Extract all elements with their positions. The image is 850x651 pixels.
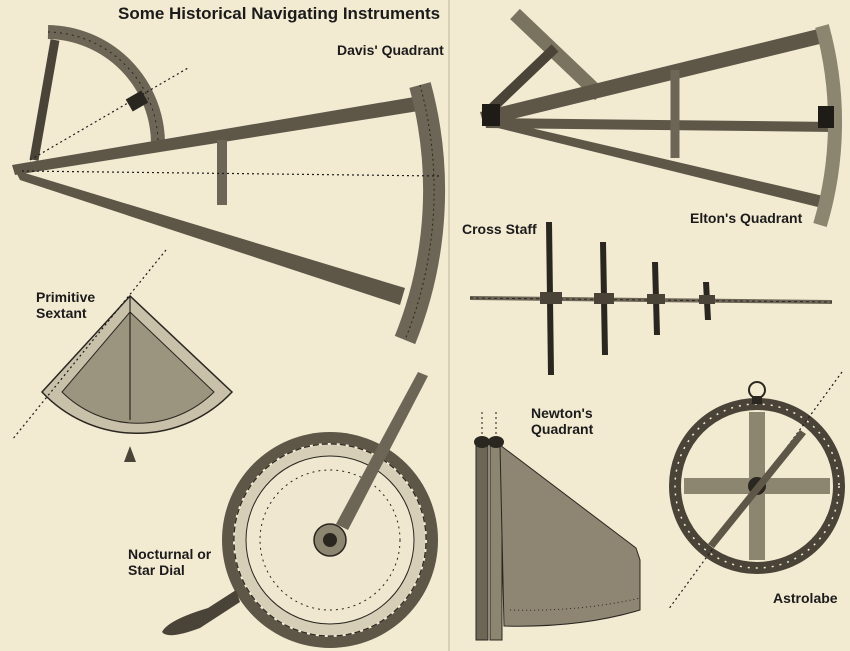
davis-quadrant-label: Davis' Quadrant	[337, 42, 444, 58]
center-divider	[448, 0, 450, 651]
nocturnal-label-line1: Nocturnal or	[128, 546, 212, 562]
newton-quadrant-drawing	[474, 412, 641, 641]
primitive-sextant-drawing	[11, 249, 234, 462]
page-title: Some Historical Navigating Instruments	[118, 4, 441, 23]
elton-quadrant-label: Elton's Quadrant	[690, 210, 803, 226]
cross-staff-drawing	[469, 222, 833, 375]
davis-quadrant-drawing	[12, 25, 446, 345]
nocturnal-label: Nocturnal or Star Dial	[128, 546, 211, 578]
primitive-sextant-label-line2: Sextant	[36, 305, 87, 321]
primitive-sextant-label-line1: Primitive	[36, 289, 96, 305]
newton-quadrant-label: Newton's Quadrant	[531, 405, 593, 437]
cross-staff-label: Cross Staff	[462, 221, 537, 237]
newton-quadrant-label-line2: Quadrant	[531, 421, 594, 437]
nocturnal-drawing	[162, 372, 438, 648]
newton-quadrant-label-line1: Newton's	[531, 405, 593, 421]
nocturnal-label-line2: Star Dial	[128, 562, 185, 578]
primitive-sextant-label: Primitive Sextant	[36, 289, 95, 321]
astrolabe-drawing	[667, 371, 845, 611]
elton-quadrant-drawing	[480, 8, 843, 228]
astrolabe-label: Astrolabe	[773, 590, 838, 606]
